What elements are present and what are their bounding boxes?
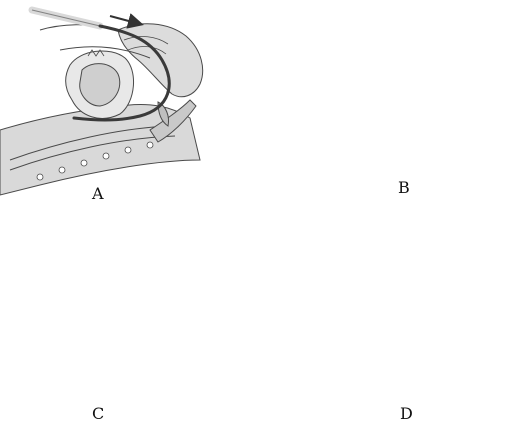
panel-a-catheter-outer-edge — [32, 10, 100, 26]
panel-a-anatomy — [0, 24, 203, 195]
panel-d-label: D — [400, 404, 413, 423]
panel-c-label: C — [92, 404, 104, 423]
panel-b-label: B — [398, 178, 410, 197]
panel-a-label: A — [92, 184, 104, 203]
panel-a — [0, 10, 203, 195]
panel-a-advance-arrow — [110, 16, 140, 24]
